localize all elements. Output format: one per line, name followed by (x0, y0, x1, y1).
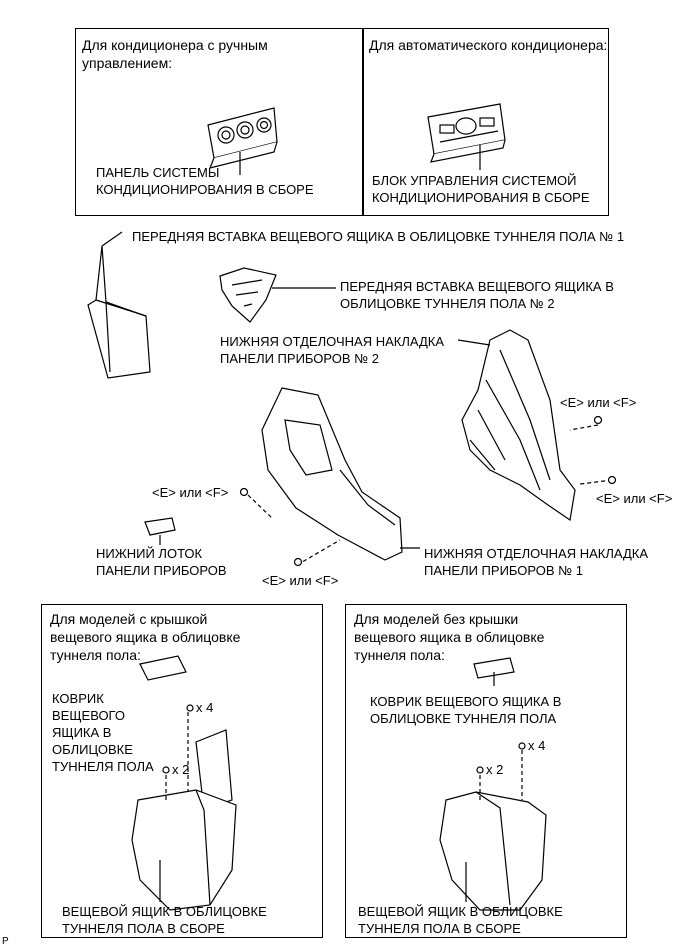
clip-label-bottom: <E> или <F> (262, 573, 339, 588)
without-lid-screws-2: x 2 (486, 762, 504, 777)
with-lid-box-assembly-label: ВЕЩЕВОЙ ЯЩИК В ОБЛИЦОВКЕ ТУННЕЛЯ ПОЛА В … (62, 904, 267, 936)
manual-ac-header: Для кондиционера с ручным управлением: (82, 37, 268, 71)
lower-finish-panel-2-drawing (457, 329, 576, 522)
without-lid-header: Для моделей без крышки вещевого ящика в … (354, 611, 545, 663)
auto-ac-header: Для автоматического кондиционера: (369, 37, 608, 53)
corner-code: P (2, 936, 9, 947)
lower-tray-label: НИЖНИЙ ЛОТОК ПАНЕЛИ ПРИБОРОВ (96, 546, 227, 578)
front-insert-1-label: ПЕРЕДНЯЯ ВСТАВКА ВЕЩЕВОГО ЯЩИКА В ОБЛИЦО… (132, 229, 625, 244)
with-lid-screws-4: x 4 (196, 700, 214, 715)
with-lid-screws-2: x 2 (172, 762, 190, 777)
without-lid-box-assembly-label: ВЕЩЕВОЙ ЯЩИК В ОБЛИЦОВКЕ ТУННЕЛЯ ПОЛА В … (358, 904, 563, 936)
front-insert-2-label: ПЕРЕДНЯЯ ВСТАВКА ВЕЩЕВОГО ЯЩИКА В ОБЛИЦО… (340, 279, 614, 311)
lower-finish-panel-1-drawing (261, 387, 420, 561)
clip-label-right: <E> или <F> (596, 491, 673, 506)
manual-ac-panel-drawing (207, 107, 278, 175)
front-insert-2-drawing (219, 267, 336, 323)
bottom-right-frame (345, 604, 627, 938)
top-variants-frame (75, 28, 609, 216)
bottom-left-frame (41, 604, 323, 938)
manual-ac-panel-label: ПАНЕЛЬ СИСТЕМЫ КОНДИЦИОНИРОВАНИЯ В СБОРЕ (96, 165, 314, 197)
console-box-with-lid-drawing (131, 655, 237, 911)
clip-label-upper-right: <E> или <F> (560, 395, 637, 410)
console-box-without-lid-drawing (439, 657, 547, 911)
clip-leader-lines (247, 424, 613, 566)
lower-finish-panel-1-label: НИЖНЯЯ ОТДЕЛОЧНАЯ НАКЛАДКА ПАНЕЛИ ПРИБОР… (424, 546, 649, 578)
with-lid-mat-label: КОВРИК ВЕЩЕВОГО ЯЩИКА В ОБЛИЦОВКЕ ТУННЕЛ… (52, 691, 154, 774)
with-lid-header: Для моделей с крышкой вещевого ящика в о… (50, 611, 241, 663)
screw-icons (162, 415, 617, 774)
lower-finish-panel-2-label: НИЖНЯЯ ОТДЕЛОЧНАЯ НАКЛАДКА ПАНЕЛИ ПРИБОР… (220, 334, 445, 366)
auto-ac-unit-drawing (427, 103, 506, 170)
front-insert-1-drawing (87, 231, 151, 379)
without-lid-screws-4: x 4 (528, 738, 546, 753)
top-frame-divider (362, 28, 364, 216)
lower-tray-drawing (144, 517, 176, 545)
clip-label-left: <E> или <F> (152, 485, 229, 500)
without-lid-mat-label: КОВРИК ВЕЩЕВОГО ЯЩИКА В ОБЛИЦОВКЕ ТУННЕЛ… (370, 694, 562, 726)
auto-ac-unit-label: БЛОК УПРАВЛЕНИЯ СИСТЕМОЙ КОНДИЦИОНИРОВАН… (372, 173, 590, 205)
